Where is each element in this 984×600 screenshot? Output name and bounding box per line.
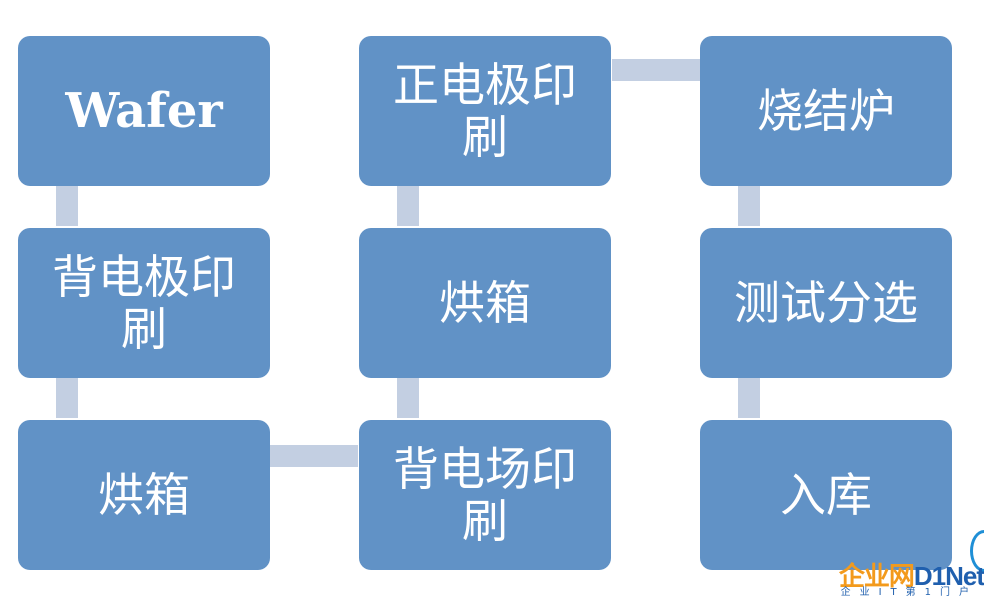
connector-back-electrode-to-oven [56,378,78,418]
node-wafer: Wafer [18,36,270,186]
node-oven-1: 烘箱 [18,420,270,570]
node-storage: 入库 [700,420,952,570]
node-back-electrode-printing: 背电极印刷 [18,228,270,378]
connector-back-field-to-oven [397,378,419,418]
node-label: Wafer [65,83,223,139]
watermark: 企业网D1Net 企业IT第1门户 [814,530,984,600]
node-sintering-furnace: 烧结炉 [700,36,952,186]
watermark-logo-cn: 企业网 [838,561,915,591]
node-label: 烧结炉 [757,84,895,138]
node-testing-sorting: 测试分选 [700,228,952,378]
connector-oven-to-back-field [270,445,358,467]
node-label: 背电极印刷 [52,250,236,356]
watermark-logo-en: D1Net [913,561,984,591]
node-label: 烘箱 [439,276,531,330]
node-label: 正电极印刷 [393,58,577,164]
node-oven-2: 烘箱 [359,228,611,378]
node-front-electrode-printing: 正电极印刷 [359,36,611,186]
node-label: 烘箱 [98,468,190,522]
node-back-field-printing: 背电场印刷 [359,420,611,570]
watermark-logo: 企业网D1Net [839,556,984,593]
connector-oven-to-front-electrode [397,186,419,226]
connector-front-electrode-to-sintering [612,59,700,81]
node-label: 测试分选 [734,276,918,330]
connector-testing-to-storage [738,378,760,418]
node-label: 入库 [780,468,872,522]
connector-wafer-to-back-electrode [56,186,78,226]
connector-sintering-to-testing [738,186,760,226]
node-label: 背电场印刷 [393,442,577,548]
watermark-tagline: 企业IT第1门户 [840,587,978,598]
